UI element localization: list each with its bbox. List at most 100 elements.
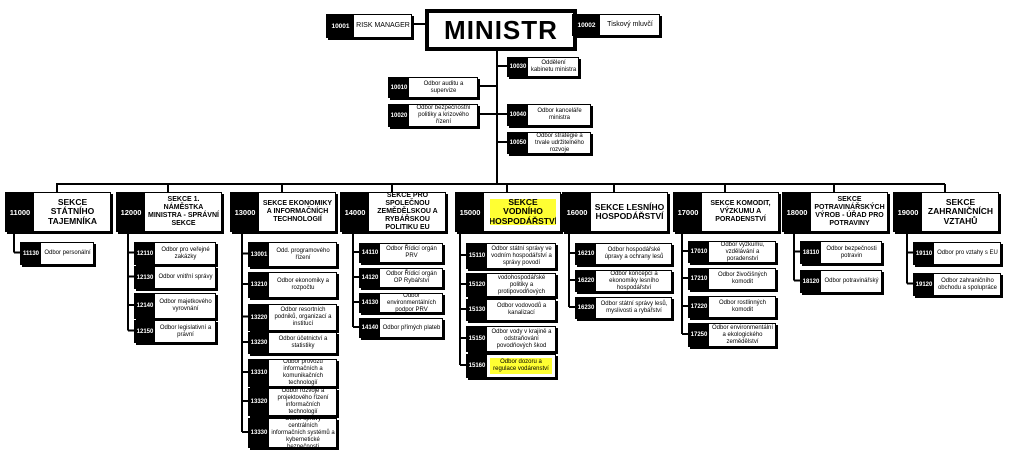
- unit-label: Odbor kanceláře ministra: [537, 108, 582, 121]
- unit-label: Odbor dozoru a regulace vodárenství: [490, 358, 552, 374]
- section-label: SEKCE STÁTNÍHO TAJEMNÍKA: [48, 196, 97, 226]
- unit-label: Odbor správy centrálních informačních sy…: [271, 419, 335, 447]
- unit-label: Odbor majetkového vyrovnání: [159, 299, 212, 312]
- unit-code: 13310: [249, 360, 269, 386]
- unit-label: Odbor auditu a supervize: [423, 80, 464, 94]
- unit-code: 10001: [327, 15, 354, 37]
- unit-label: Odbor vodovodů a kanalizací: [496, 303, 547, 316]
- top-box-audit: 10010 Odbor auditu a supervize: [388, 77, 478, 98]
- section-label: SEKCE LESNÍHO HOSPODÁŘSTVÍ: [594, 201, 665, 221]
- unit-box-14120: 14120 Odbor Řídicí orgán OP Rybářství: [359, 268, 443, 288]
- unit-code: 10050: [508, 133, 528, 153]
- unit-code: 17210: [689, 269, 709, 289]
- unit-box-13330: 13330Odbor správy centrálních informační…: [248, 418, 337, 448]
- unit-label: Odbor státní správy lesů, myslivosti a r…: [600, 301, 668, 314]
- unit-code: 18120: [801, 271, 821, 292]
- unit-label: Odbor resortních podniků, organizací a i…: [274, 307, 332, 327]
- unit-label: Odbor vodohospodářské politiky a protipo…: [497, 274, 546, 297]
- unit-box-16230: 16230 Odbor státní správy lesů, myslivost…: [575, 297, 672, 319]
- unit-code: 12130: [135, 267, 155, 288]
- unit-code: 17220: [689, 297, 709, 317]
- minister-box: MINISTR: [425, 9, 577, 51]
- section-code: 17000: [674, 193, 702, 231]
- unit-label: Odbor Řídicí orgán PRV: [386, 246, 437, 259]
- unit-code: 14120: [360, 269, 380, 287]
- top-box-risk-manager: 10001 RISK MANAGER: [326, 14, 412, 38]
- unit-label: Odbor zahraničního obchodu a spolupráce: [937, 277, 998, 291]
- unit-label: Odbor Řídicí orgán OP Rybářství: [386, 271, 437, 284]
- unit-code: 16220: [576, 271, 596, 291]
- section-code: 18000: [783, 193, 811, 231]
- unit-code: 15130: [467, 300, 487, 320]
- unit-label: Odbor bezpečnosti potravin: [826, 245, 877, 259]
- unit-label: Odbor vnitřní správy: [158, 274, 213, 280]
- unit-code: 18110: [801, 242, 821, 263]
- unit-code: 16210: [576, 244, 596, 264]
- unit-label: Odbor pro vztahy s EU: [937, 250, 998, 256]
- unit-code: 13320: [249, 389, 269, 415]
- unit-code: 17010: [689, 242, 709, 262]
- section-label: SEKCE ZAHRANIČNÍCH VZTAHŮ: [927, 196, 994, 226]
- unit-label: Odbor účetnictví a statistiky: [278, 336, 328, 349]
- unit-label: Odbor personální: [44, 250, 91, 256]
- unit-code: 10030: [508, 58, 528, 76]
- section-box-14000: 14000 SEKCE PRO SPOLEČNOU ZEMĚDĚLSKOU A R…: [340, 192, 446, 232]
- top-box-office: 10040 Odbor kanceláře ministra: [507, 104, 591, 126]
- unit-code: 14140: [360, 319, 380, 337]
- unit-label: Odbor pro veřejné zakázky: [161, 246, 210, 260]
- unit-box-14130: 14130 Odbor environmentálních podpor PRV: [359, 293, 443, 313]
- unit-code: 15160: [467, 355, 487, 377]
- unit-code: 12140: [135, 294, 155, 318]
- unit-code: 16230: [576, 298, 596, 318]
- unit-code: 13330: [249, 419, 269, 447]
- section-label: SEKCE PRO SPOLEČNOU ZEMĚDĚLSKOU A RYBÁŘS…: [377, 193, 438, 231]
- unit-code: 19120: [914, 274, 934, 295]
- unit-code: 10020: [389, 105, 409, 126]
- unit-label: Odbor bezpečnostní politiky a krizového …: [416, 105, 471, 125]
- unit-label: Odbor provozu informačních a komunikační…: [282, 360, 324, 386]
- unit-label: Odbor environmentální a ekologického zem…: [711, 324, 774, 345]
- unit-label: Odbor hospodářské úpravy a ochrany lesů: [604, 247, 664, 260]
- unit-code: 15150: [467, 327, 487, 351]
- unit-label: Oddělení kabinetu ministra: [530, 60, 577, 73]
- top-box-press-spokesman: 10002 Tiskový mluvčí: [572, 14, 660, 36]
- unit-label: Odbor environmentálních podpor PRV: [386, 294, 437, 312]
- unit-box-17220: 17220 Odbor rostlinných komodit: [688, 296, 776, 318]
- unit-code: 13001: [249, 243, 269, 266]
- unit-label: Odbor potravinářský: [824, 278, 879, 284]
- unit-label: Odbor rostlinných komodit: [718, 300, 767, 313]
- section-label: SEKCE KOMODIT, VÝZKUMU A PORADENSTVÍ: [710, 200, 771, 223]
- unit-code: 13220: [249, 305, 269, 330]
- section-code: 19000: [894, 193, 922, 231]
- unit-code: 13210: [249, 273, 269, 297]
- section-code: 14000: [341, 193, 369, 231]
- section-label: SEKCE 1. NÁMĚSTKA MINISTRA - SPRÁVNÍ SEK…: [148, 196, 219, 227]
- unit-code: 17250: [689, 324, 709, 346]
- top-box-security-policy: 10020 Odbor bezpečnostní politiky a kriz…: [388, 104, 478, 127]
- unit-label: Odbor vody v krajině a odstraňování povo…: [491, 328, 552, 349]
- unit-label: Tiskový mluvčí: [607, 21, 653, 28]
- unit-label: Odbor státní správy ve vodním hospodářst…: [491, 245, 552, 266]
- unit-code: 14130: [360, 294, 380, 312]
- unit-code: 15120: [467, 274, 487, 296]
- section-label: SEKCE POTRAVINÁŘSKÝCH VÝROB - ÚŘAD PRO P…: [814, 196, 885, 227]
